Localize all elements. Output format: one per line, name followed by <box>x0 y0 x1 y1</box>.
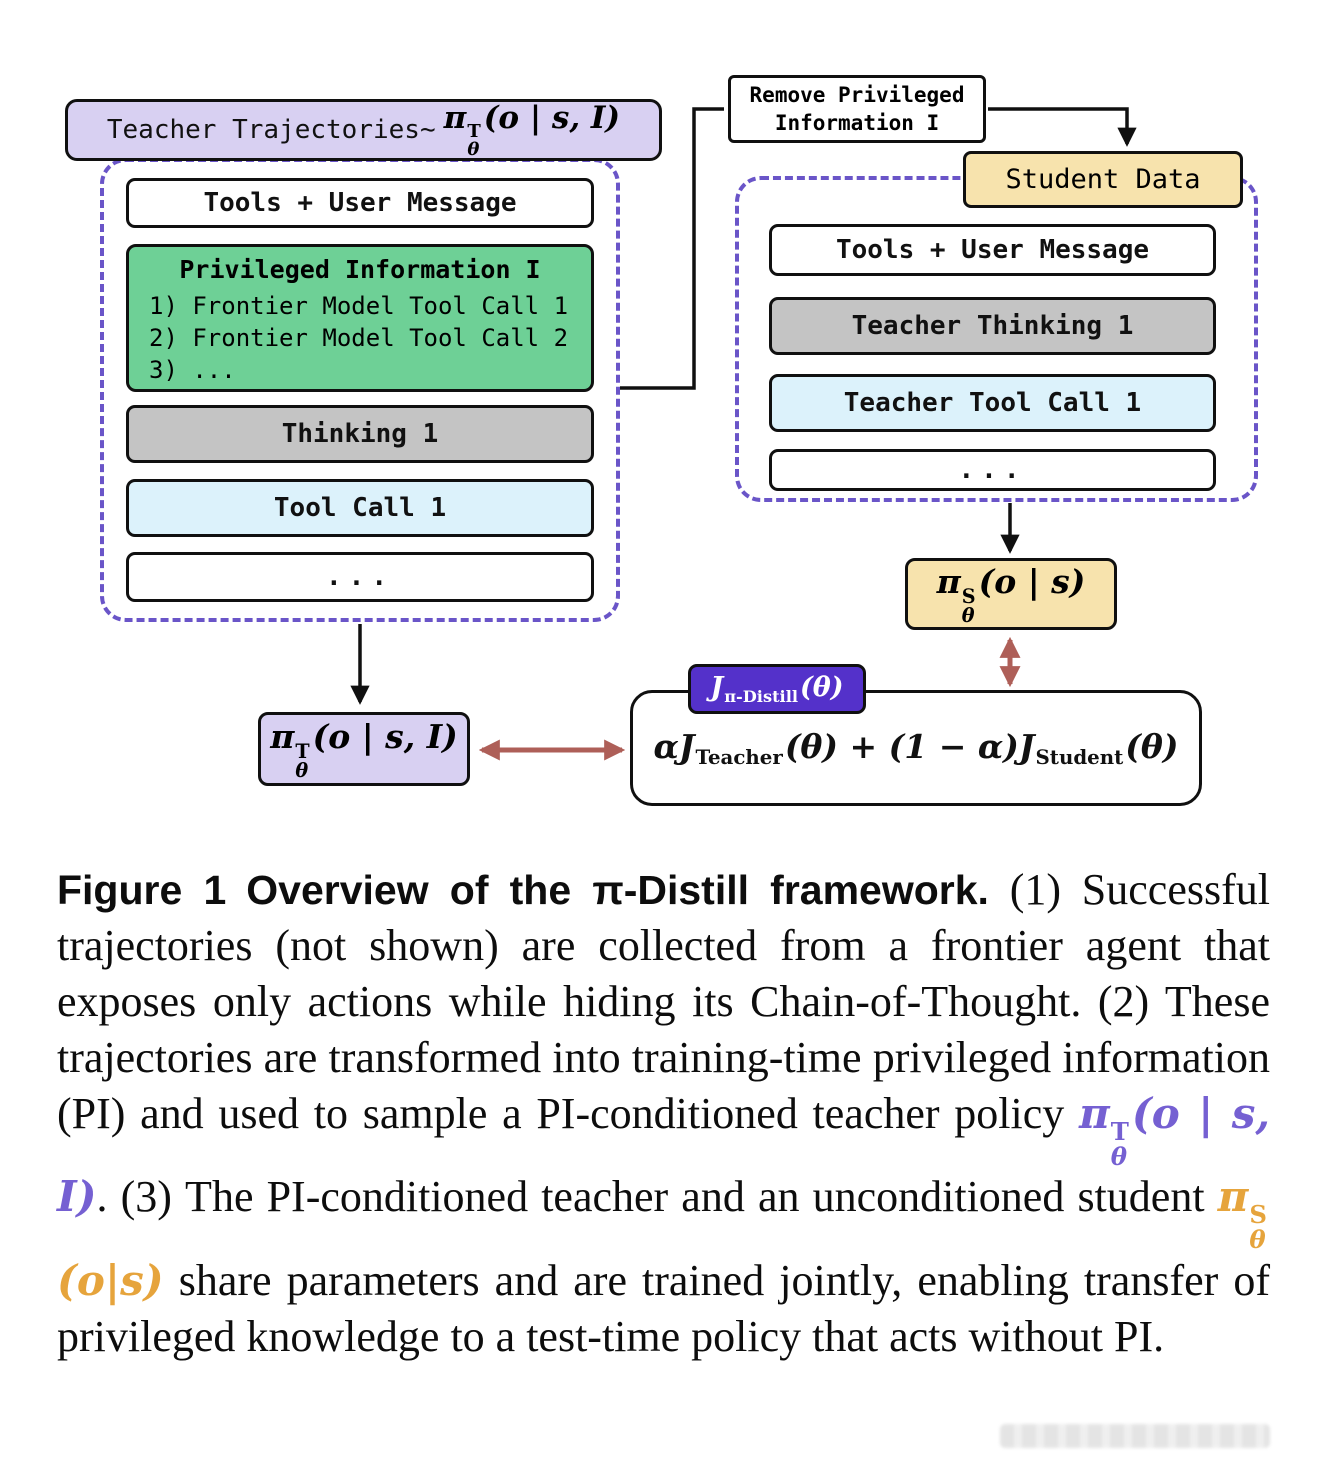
teacher-thinking-label: Teacher Thinking 1 <box>851 311 1134 341</box>
tool-call-box: Tool Call 1 <box>126 479 594 537</box>
privileged-line-2: 2) Frontier Model Tool Call 2 <box>149 324 569 352</box>
remove-privileged-line-2: Information I <box>774 111 940 135</box>
teacher-tool-call-label: Teacher Tool Call 1 <box>843 388 1142 418</box>
student-data-header: Student Data <box>963 151 1243 208</box>
right-ellipsis-label: ... <box>958 455 1027 485</box>
student-tools-user-message-label: Tools + User Message <box>835 235 1150 265</box>
remove-privileged-line-1: Remove Privileged <box>749 83 965 107</box>
arrow-remove-box-to-student-data <box>988 107 1137 147</box>
watermark <box>1000 1424 1270 1448</box>
teacher-trajectories-label: Teacher Trajectories∼ <box>106 115 436 145</box>
thinking-label: Thinking 1 <box>281 419 439 449</box>
caption-body-3: share parameters and are trained jointly… <box>57 1255 1270 1361</box>
teacher-trajectory-panel: Tools + User Message Privileged Informat… <box>100 158 620 622</box>
tools-user-message-label: Tools + User Message <box>203 188 517 218</box>
thinking-box: Thinking 1 <box>126 405 594 463</box>
left-ellipsis-label: ... <box>326 562 394 592</box>
tool-call-label: Tool Call 1 <box>273 493 447 523</box>
pi-distill-loss-badge: Jπ-Distill(θ) <box>688 664 866 714</box>
caption-body-2: . (3) The PI-conditioned teacher and an … <box>96 1172 1218 1222</box>
privileged-line-3: 3) ... <box>149 356 236 384</box>
caption-body-1: (1) Successful trajectories (not shown) … <box>57 865 1270 1138</box>
caption-figure-label: Figure 1 <box>57 867 227 913</box>
left-ellipsis-box: ... <box>126 552 594 602</box>
loss-alpha: α <box>653 726 679 766</box>
pi-distill-loss-label: Jπ-Distill(θ) <box>710 672 844 706</box>
tools-user-message-box: Tools + User Message <box>126 178 594 228</box>
student-data-panel: Tools + User Message Teacher Thinking 1 … <box>735 176 1258 502</box>
caption-title: Overview of the π-Distill framework. <box>246 867 989 913</box>
privileged-information-title: Privileged Information I <box>179 255 541 284</box>
student-tools-user-message-box: Tools + User Message <box>769 224 1216 276</box>
figure-caption: Figure 1 Overview of the π-Distill framew… <box>57 862 1270 1365</box>
loss-j-student: JStudent(θ) <box>1018 726 1179 770</box>
student-data-label: Student Data <box>1005 164 1201 195</box>
loss-formula: αJTeacher(θ) + (1 − α)JStudent(θ) <box>653 727 1178 770</box>
remove-privileged-information-box: Remove Privileged Information I <box>728 75 986 143</box>
loss-j-teacher: JTeacher(θ) + (1 − α) <box>678 726 1019 770</box>
teacher-thinking-box: Teacher Thinking 1 <box>769 297 1216 355</box>
teacher-tool-call-box: Teacher Tool Call 1 <box>769 374 1216 432</box>
privileged-information-box: Privileged Information I 1) Frontier Mod… <box>126 244 594 392</box>
privileged-line-1: 1) Frontier Model Tool Call 1 <box>149 292 569 320</box>
right-ellipsis-box: ... <box>769 449 1216 491</box>
